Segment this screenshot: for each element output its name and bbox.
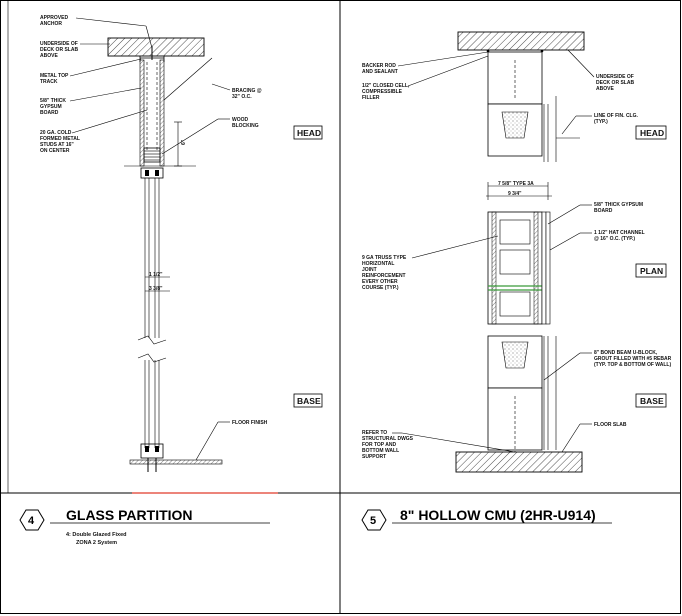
detail-5-title: 8" HOLLOW CMU (2HR-U914) [400, 507, 596, 523]
head-tag-box [293, 125, 323, 140]
label-floor-finish: FLOOR FINISH [232, 420, 268, 426]
cmu-drawing [455, 31, 585, 473]
label-top-track-2: TRACK [40, 79, 58, 85]
label-studs-4: ON CENTER [40, 148, 70, 154]
label-bracing-2: 32" O.C. [232, 94, 252, 100]
cmu-label-truss-2: HORIZONTAL [362, 261, 394, 267]
label-underside-3: ABOVE [40, 53, 58, 59]
cmu-label-bond-2: GROUT FILLED WITH #5 REBAR [594, 356, 672, 362]
label-studs-3: STUDS AT 16" [40, 142, 74, 148]
cmu-dim-type3a: 7 5/8" TYPE 3A [498, 181, 534, 187]
wood-blocking [143, 147, 161, 163]
label-approved-anchor-1: APPROVED [40, 15, 68, 21]
cmu-label-floor-slab: FLOOR SLAB [594, 422, 627, 428]
label-approved-anchor-2: ANCHOR [40, 21, 62, 27]
glass-partition-labels: APPROVED ANCHOR UNDERSIDE OF DECK OR SLA… [40, 15, 323, 461]
dim-6: 6" [181, 139, 187, 145]
label-underside-1: UNDERSIDE OF [40, 41, 78, 47]
cmu-label-fin-clg-1: LINE OF FIN. CLG. [594, 113, 638, 119]
cmu-label-backer-2: AND SEALANT [362, 69, 398, 75]
detail-4-sub-1: 4: Double Glazed Fixed [66, 532, 127, 538]
cmu-plan-tag-box [635, 263, 667, 278]
cmu-label-filler-2: COMPRESSIBLE [362, 89, 403, 95]
detail-4-title: GLASS PARTITION [66, 507, 193, 523]
base-tag: BASE [297, 396, 321, 406]
cmu-label-truss-6: COURSE (TYP.) [362, 285, 399, 291]
cmu-dim-total: 9 3/4" [508, 191, 522, 197]
detail-5-number: 5 [370, 515, 376, 527]
label-wood-blocking-2: BLOCKING [232, 123, 259, 129]
cmu-label-bond-3: (TYP. TOP & BOTTOM OF WALL) [594, 362, 671, 368]
cmu-label-refer-4: BOTTOM WALL [362, 448, 399, 454]
cmu-label-backer-1: BACKER ROD [362, 63, 396, 69]
bracing-line [163, 57, 213, 101]
cmu-slab-above [457, 31, 585, 51]
detail-5-title-block: 5 8" HOLLOW CMU (2HR-U914) [361, 507, 612, 531]
cmu-label-filler-1: 1/2" CLOSED CELL, [362, 83, 410, 89]
cmu-head-tag-box [635, 125, 667, 140]
detail-4-hex [19, 509, 45, 531]
cmu-label-gypsum-1: 5/8" THICK GYPSUM [594, 202, 643, 208]
label-underside-2: DECK OR SLAB [40, 47, 78, 53]
gypsum-right [159, 59, 165, 167]
cmu-floor-slab [455, 451, 583, 473]
cmu-label-truss-3: JOINT [362, 267, 377, 273]
dim-3-3-8: 3 3/8" [149, 286, 163, 292]
cmu-head-tag: HEAD [640, 128, 664, 138]
cmu-label-refer-5: SUPPORT [362, 454, 386, 460]
base-tag-box [293, 393, 323, 408]
label-studs-1: 20 GA. COLD [40, 130, 72, 136]
dim-1-1-2: 1 1/2" [149, 272, 163, 278]
cmu-base-tag-box [635, 393, 667, 408]
cmu-label-refer-2: STRUCTURAL DWGS [362, 436, 414, 442]
label-bracing-1: BRACING @ [232, 88, 262, 94]
glass-partition-drawing [107, 37, 278, 494]
detail-4-number: 4 [28, 515, 35, 527]
detail-4-sub-2: ZONA 2 System [76, 540, 117, 546]
cmu-label-hat-1: 1 1/2" HAT CHANNEL [594, 230, 645, 236]
slab-above [107, 37, 205, 57]
cmu-label-refer-3: FOR TOP AND [362, 442, 396, 448]
cmu-label-fin-clg-2: (TYP.) [594, 119, 608, 125]
detail-4-title-block: 4 GLASS PARTITION 4: Double Glazed Fixed… [19, 507, 270, 546]
gypsum-left [139, 59, 145, 167]
cmu-label-underside-2: DECK OR SLAB [596, 80, 634, 86]
label-gypsum-2: GYPSUM [40, 104, 62, 110]
cmu-label-underside-3: ABOVE [596, 86, 614, 92]
cmu-label-hat-2: @ 16" O.C. (TYP.) [594, 236, 635, 242]
label-studs-2: FORMED METAL [40, 136, 80, 142]
head-tag: HEAD [297, 128, 321, 138]
cmu-plan-view [487, 211, 551, 325]
cmu-plan-tag: PLAN [640, 266, 663, 276]
cmu-base-tag: BASE [640, 396, 664, 406]
cmu-label-filler-3: FILLER [362, 95, 380, 101]
label-wood-blocking-1: WOOD [232, 117, 248, 123]
cmu-label-gypsum-2: BOARD [594, 208, 613, 214]
cmu-label-refer-1: REFER TO [362, 430, 387, 436]
label-gypsum-1: 5/8" THICK [40, 98, 66, 104]
cmu-label-bond-1: 8" BOND BEAM U-BLOCK, [594, 350, 658, 356]
label-gypsum-3: BOARD [40, 110, 59, 116]
detail-5-hex [361, 509, 387, 531]
cmu-label-underside-1: UNDERSIDE OF [596, 74, 634, 80]
cmu-label-truss-4: REINFORCEMENT [362, 273, 406, 279]
floor-finish [129, 459, 223, 465]
cmu-label-truss-1: 9 GA TRUSS TYPE [362, 255, 407, 261]
cmu-label-truss-5: EVERY OTHER [362, 279, 398, 285]
cmu-labels: BACKER ROD AND SEALANT 1/2" CLOSED CELL,… [362, 49, 672, 460]
label-top-track-1: METAL TOP [40, 73, 69, 79]
